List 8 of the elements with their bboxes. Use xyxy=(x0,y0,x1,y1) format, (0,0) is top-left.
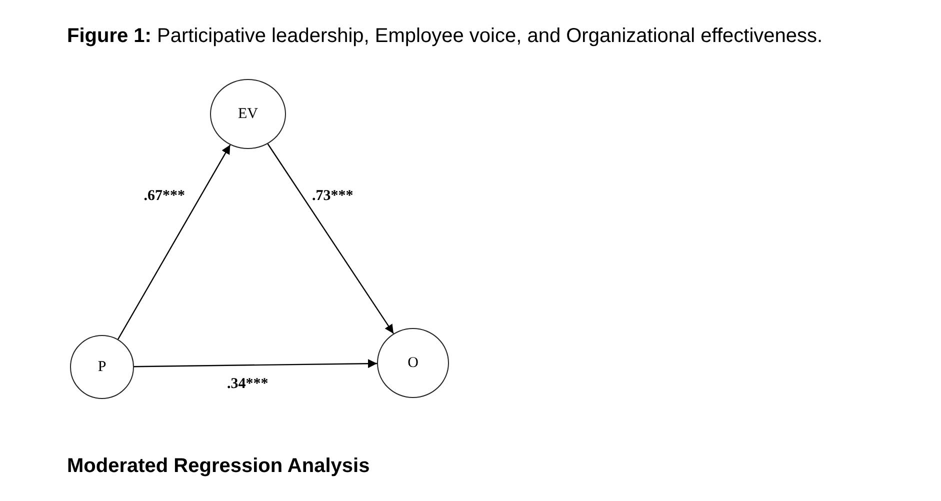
variable-label: O xyxy=(408,354,418,372)
arrow xyxy=(134,359,378,368)
arrow xyxy=(267,144,394,334)
variable-label: P xyxy=(98,358,106,376)
arrow xyxy=(117,144,231,340)
section-heading: Moderated Regression Analysis xyxy=(67,455,370,478)
figure-caption: Figure 1: Participative leadership, Employee voice, and Organizational effectiveness. xyxy=(67,25,824,48)
variable-label: EV xyxy=(238,106,258,122)
